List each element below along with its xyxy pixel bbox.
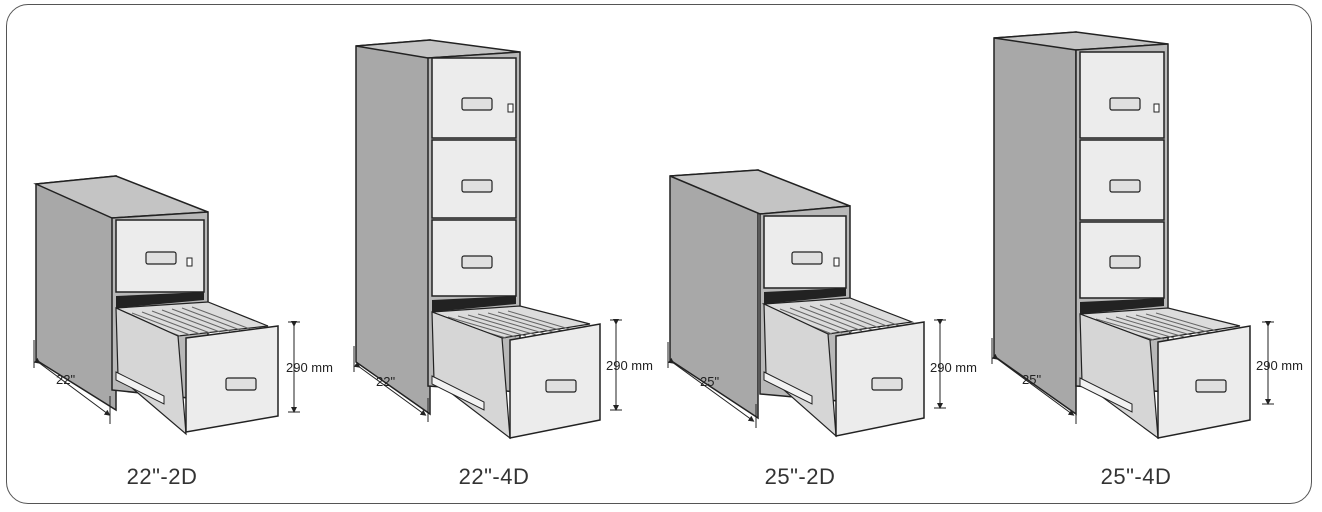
- height-label: 290 mm: [930, 360, 977, 375]
- depth-label: 22": [56, 372, 75, 387]
- cabinet-25-2d: 25" 290 mm: [667, 169, 977, 438]
- model-caption: 22"-2D: [126, 464, 198, 489]
- drawer-handle-icon: [1109, 179, 1141, 193]
- lock-icon: [833, 257, 840, 267]
- drawer-handle-icon: [461, 97, 493, 111]
- height-label: 290 mm: [1256, 358, 1303, 373]
- cabinet-25-4d: 25" 290 mm: [991, 31, 1303, 440]
- drawer-handle-icon: [461, 255, 493, 269]
- drawer-rail: [763, 371, 813, 405]
- lock-icon: [186, 257, 193, 267]
- depth-label: 25": [1022, 372, 1041, 387]
- model-caption: 25"-2D: [764, 464, 836, 489]
- drawer-handle-icon: [145, 251, 177, 265]
- drawer-handle-icon: [1109, 97, 1141, 111]
- model-caption: 22"-4D: [458, 464, 530, 489]
- lock-icon: [507, 103, 514, 113]
- drawer-handle-icon: [1109, 255, 1141, 269]
- drawer-handle-icon: [1195, 379, 1227, 393]
- drawer-rail: [115, 371, 165, 405]
- drawer-rail: [1079, 377, 1133, 413]
- drawer-handle-icon: [545, 379, 577, 393]
- cabinet-22-4d: 22" 290 mm: [353, 39, 653, 440]
- drawer-handle-icon: [461, 179, 493, 193]
- lock-icon: [1153, 103, 1160, 113]
- depth-label: 25": [700, 374, 719, 389]
- drawer-rail: [431, 375, 485, 411]
- height-label: 290 mm: [606, 358, 653, 373]
- cabinet-22-2d: 22" 290 mm: [33, 175, 333, 436]
- depth-label: 22": [376, 374, 395, 389]
- height-label: 290 mm: [286, 360, 333, 375]
- drawer-handle-icon: [225, 377, 257, 391]
- drawer-handle-icon: [791, 251, 823, 265]
- model-caption: 25"-4D: [1100, 464, 1172, 489]
- drawer-handle-icon: [871, 377, 903, 391]
